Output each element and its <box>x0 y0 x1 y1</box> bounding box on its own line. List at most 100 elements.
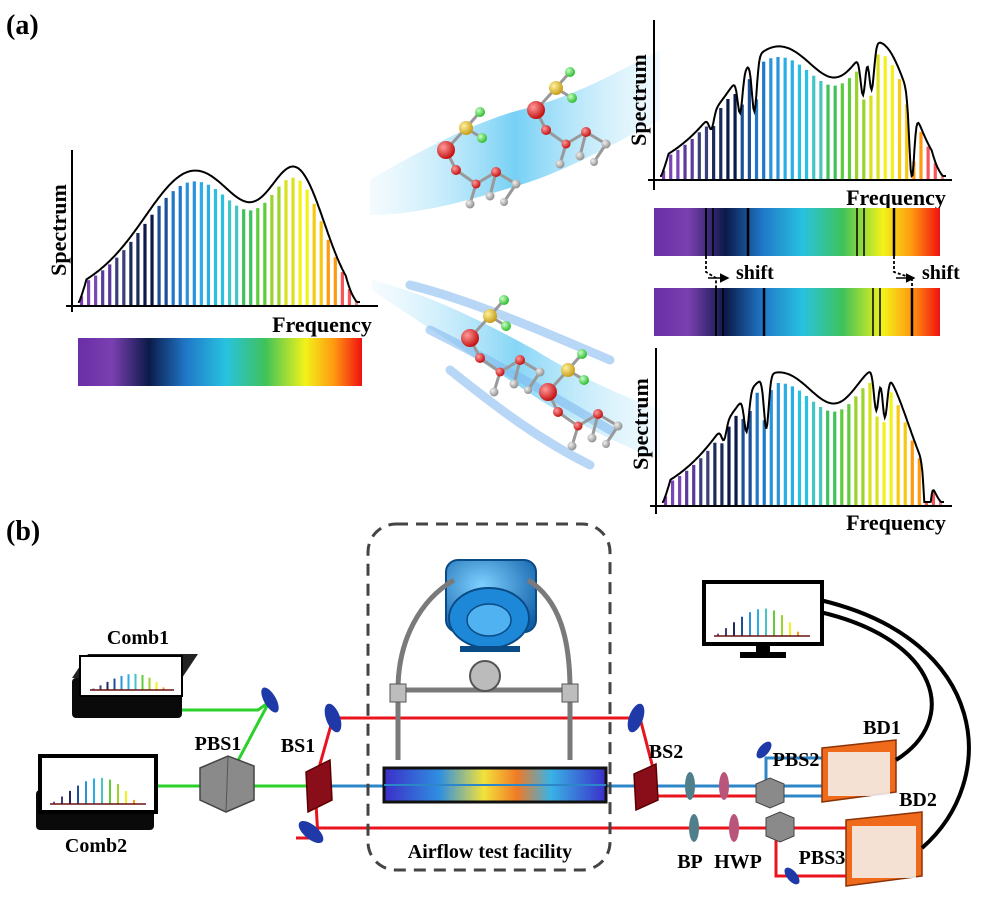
bd2-label: BD2 <box>899 789 937 811</box>
comb1-spectrum-icon <box>90 673 174 691</box>
monitor-stand <box>756 644 770 652</box>
valve-left <box>389 683 407 703</box>
molecule-atom <box>515 355 525 365</box>
molecule-atom <box>483 309 497 323</box>
molecule-atom <box>500 198 508 206</box>
monitor-base <box>740 652 786 658</box>
molecule-atom <box>613 421 623 431</box>
left-colorbar <box>78 338 362 386</box>
upper-absorption-colorbar <box>654 208 940 256</box>
molecule-atom <box>561 363 575 377</box>
bp-filter-bottom <box>689 814 699 842</box>
comb2-spectrum-icon <box>50 777 146 805</box>
molecule-atom <box>573 421 583 431</box>
comb2-label: Comb2 <box>65 835 127 857</box>
molecule-atom <box>465 199 475 209</box>
bd2-detector: BD2 <box>845 789 937 887</box>
top-right-spectrum-envelope <box>660 41 946 178</box>
pbs1-edge <box>225 755 229 813</box>
monitor-screen <box>702 580 824 646</box>
top-right-spectrum-bars <box>661 54 945 179</box>
molecule-atom <box>495 367 505 377</box>
pbs2-label: PBS2 <box>773 749 820 771</box>
motor-base <box>460 646 520 652</box>
comb1-label: Comb1 <box>107 627 169 649</box>
red-beam-pbs3-down <box>774 828 852 878</box>
molecule-atom <box>587 433 597 443</box>
molecule-atom <box>489 387 499 397</box>
left-spectrum: Spectrum Frequency <box>46 150 378 337</box>
monitor-spectrum-icon <box>714 608 810 637</box>
mirror-pbs3 <box>784 867 800 885</box>
pbs1-cube: PBS1 <box>195 733 255 813</box>
bs2-label: BS2 <box>649 741 683 763</box>
bd2-panel <box>852 826 916 878</box>
motor <box>445 559 537 652</box>
valve-right <box>561 683 579 703</box>
molecule-atom <box>553 407 563 417</box>
red-beam-upper <box>313 716 656 783</box>
molecule-atom <box>577 349 587 359</box>
molecule-atom <box>491 167 501 177</box>
molecule-atom <box>590 158 598 166</box>
molecule-atom <box>511 179 521 189</box>
bd1-label: BD1 <box>863 717 901 739</box>
bp-label: BP <box>677 851 703 873</box>
bd1-panel <box>828 752 890 796</box>
panel-a-label: (a) <box>6 10 39 41</box>
top-right-spectrum-xlabel: Frequency <box>846 185 946 210</box>
molecule-atom <box>602 440 610 448</box>
lower-absorption-colorbar <box>654 288 940 336</box>
cable-bd2 <box>819 598 971 850</box>
top-right-spectrum: Spectrum Frequency <box>626 20 952 210</box>
molecule-atom <box>581 127 591 137</box>
bottom-right-spectrum-bars <box>663 382 943 505</box>
molecule-atom <box>459 121 473 135</box>
molecule-atom <box>509 379 519 389</box>
mirror-pbs2 <box>756 741 772 759</box>
molecule-atom <box>524 386 532 394</box>
bottom-right-spectrum-envelope <box>662 371 944 503</box>
molecule-atom <box>541 125 551 135</box>
pbs3-body <box>765 811 795 843</box>
mirror-bs2-top <box>627 703 645 733</box>
monitor <box>702 580 824 658</box>
hwp-plate-top <box>719 772 729 800</box>
molecule-atom <box>565 67 575 77</box>
pbs1-label: PBS1 <box>195 733 242 755</box>
comb2-screen <box>38 754 158 814</box>
molecule-atom <box>471 179 481 189</box>
molecule-atom <box>475 107 485 117</box>
molecule-atom <box>601 139 611 149</box>
test-section <box>382 766 608 804</box>
shift-label-left: shift <box>736 262 774 284</box>
molecule-atom <box>485 191 495 201</box>
bottom-right-spectrum-ylabel: Spectrum <box>628 378 653 470</box>
flow-arrow-3 <box>445 365 595 470</box>
bp-filter-top <box>685 772 695 800</box>
molecule-atom <box>437 141 455 159</box>
mirror-bs1-top <box>324 703 342 733</box>
molecule-atom <box>527 101 545 119</box>
molecule-atom <box>501 321 511 331</box>
upper-gas-beam <box>370 50 660 215</box>
upper-colorbar-fill <box>654 208 940 256</box>
molecule-atom <box>561 139 571 149</box>
bs2-body <box>633 762 659 812</box>
hwp-label: HWP <box>714 851 762 873</box>
mirror-comb1 <box>261 687 279 713</box>
molecule-atom <box>555 159 565 169</box>
left-spectrum-envelope <box>78 165 360 303</box>
motor-hub <box>466 603 512 637</box>
bs1-label: BS1 <box>281 735 315 757</box>
molecules <box>437 67 623 451</box>
molecule-atom <box>461 329 479 347</box>
molecule-atom <box>539 383 557 401</box>
left-spectrum-ylabel: Spectrum <box>46 184 71 276</box>
bd1-detector: BD1 <box>821 717 901 803</box>
panel-b-label: (b) <box>6 516 40 547</box>
shift-connector-left <box>705 256 717 288</box>
comb1-device: Comb1 <box>72 627 198 718</box>
